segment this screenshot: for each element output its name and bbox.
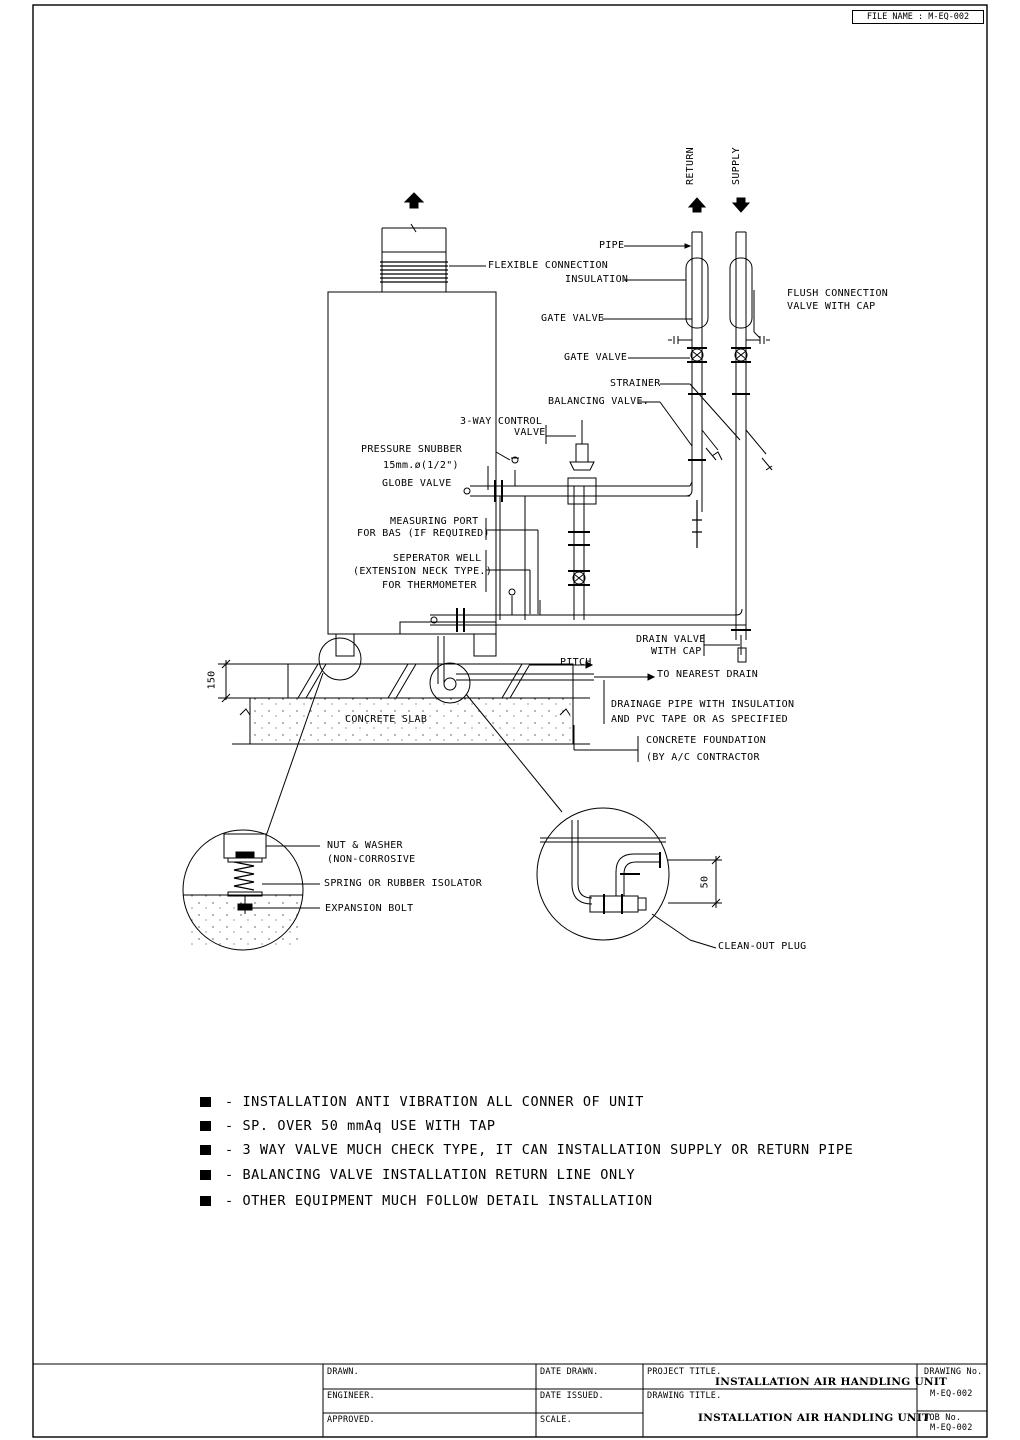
label-separator-1: SEPERATOR WELL	[393, 553, 482, 564]
tb-date-issued: DATE ISSUED.	[540, 1391, 604, 1401]
tb-project-title-label: PROJECT TITLE.	[647, 1367, 722, 1377]
label-gate-valve-2: GATE VALVE	[564, 352, 628, 363]
label-nut-washer-2: (NON-CORROSIVE	[327, 854, 416, 865]
concrete-base	[218, 659, 590, 745]
leader-lines	[449, 243, 761, 762]
label-control-valve-2: VALVE	[514, 427, 546, 438]
label-globe-valve-2: GLOBE VALVE	[382, 478, 452, 489]
label-measuring-port-2: FOR BAS (IF REQUIRED)	[357, 528, 490, 539]
label-pipe: PIPE	[599, 240, 625, 251]
label-drainage-pipe-2: AND PVC TAPE OR AS SPECIFIED	[611, 714, 788, 725]
tb-drawing-no-label: DRAWING No.	[924, 1367, 983, 1377]
label-dim-50: 50	[699, 875, 711, 889]
tb-approved: APPROVED.	[327, 1415, 375, 1425]
label-pitch: PITCH	[560, 657, 592, 668]
label-return: RETURN	[684, 147, 696, 185]
note-4: - BALANCING VALVE INSTALLATION RETURN LI…	[200, 1167, 635, 1183]
label-flexible-connection: FLEXIBLE CONNECTION	[488, 260, 609, 271]
file-name: FILE NAME : M-EQ-002	[852, 10, 984, 24]
label-flush-connection-1: FLUSH CONNECTION	[787, 288, 889, 299]
label-spring-isolator: SPRING OR RUBBER ISOLATOR	[324, 878, 483, 889]
label-globe-valve-1: 15mm.ø(1/2")	[383, 460, 459, 471]
tb-date-drawn: DATE DRAWN.	[540, 1367, 599, 1377]
tb-drawing-title: INSTALLATION AIR HANDLING UNIT	[698, 1412, 931, 1424]
note-text: - BALANCING VALVE INSTALLATION RETURN LI…	[225, 1167, 636, 1183]
label-separator-2: (EXTENSION NECK TYPE.)	[353, 566, 493, 577]
bullet-square-icon	[200, 1097, 211, 1107]
note-2: - SP. OVER 50 mmAq USE WITH TAP	[200, 1118, 496, 1134]
label-drain-valve-1: DRAIN VALVE	[636, 634, 706, 645]
label-expansion-bolt: EXPANSION BOLT	[325, 903, 414, 914]
riser-pipes	[668, 197, 773, 640]
label-drainage-pipe-1: DRAINAGE PIPE WITH INSULATION	[611, 699, 795, 710]
note-text: - INSTALLATION ANTI VIBRATION ALL CONNER…	[225, 1094, 644, 1110]
note-5: - OTHER EQUIPMENT MUCH FOLLOW DETAIL INS…	[200, 1193, 653, 1209]
headers	[429, 420, 751, 704]
note-text: - SP. OVER 50 mmAq USE WITH TAP	[225, 1118, 496, 1134]
label-control-valve-1: 3-WAY CONTROL	[460, 416, 543, 427]
title-block-grid	[33, 1363, 987, 1437]
label-nearest-drain: TO NEAREST DRAIN	[657, 669, 759, 680]
label-strainer: STRAINER	[610, 378, 661, 389]
note-1: - INSTALLATION ANTI VIBRATION ALL CONNER…	[200, 1094, 644, 1110]
label-nut-washer-1: NUT & WASHER	[327, 840, 403, 851]
note-3: - 3 WAY VALVE MUCH CHECK TYPE, IT CAN IN…	[200, 1142, 853, 1158]
label-measuring-port-1: MEASURING PORT	[390, 516, 479, 527]
bullet-square-icon	[200, 1121, 211, 1131]
label-pressure-snubber: PRESSURE SNUBBER	[361, 444, 463, 455]
detail-isolator	[182, 829, 320, 951]
label-flush-connection-2: VALVE WITH CAP	[787, 301, 876, 312]
detail-leader-left	[265, 672, 324, 837]
label-concrete-foundation-2: (BY A/C CONTRACTOR	[646, 752, 760, 763]
tb-drawing-no: M-EQ-002	[930, 1389, 973, 1399]
sheet-border	[32, 4, 988, 1438]
detail-cleanout	[536, 807, 722, 949]
ahu-unit	[318, 192, 497, 681]
tb-engineer: ENGINEER.	[327, 1391, 375, 1401]
label-separator-3: FOR THERMOMETER	[382, 580, 477, 591]
tb-drawing-title-label: DRAWING TITLE.	[647, 1391, 722, 1401]
label-insulation: INSULATION	[565, 274, 629, 285]
tb-job-no-label: JOB No.	[924, 1413, 962, 1423]
bullet-square-icon	[200, 1145, 211, 1155]
label-drain-valve-2: WITH CAP	[651, 646, 702, 657]
bullet-square-icon	[200, 1170, 211, 1180]
tb-drawn: DRAWN.	[327, 1367, 359, 1377]
label-clean-out-plug: CLEAN-OUT PLUG	[718, 941, 807, 952]
tb-job-no: M-EQ-002	[930, 1423, 973, 1433]
bullet-square-icon	[200, 1196, 211, 1206]
tb-project-title: INSTALLATION AIR HANDLING UNIT	[715, 1376, 948, 1388]
label-supply: SUPPLY	[730, 147, 742, 185]
label-gate-valve-1: GATE VALVE	[541, 313, 605, 324]
tb-scale: SCALE.	[540, 1415, 572, 1425]
note-text: - OTHER EQUIPMENT MUCH FOLLOW DETAIL INS…	[225, 1193, 653, 1209]
label-dim-150: 150	[206, 670, 218, 690]
label-concrete-slab: CONCRETE SLAB	[345, 714, 428, 725]
label-balancing-valve: BALANCING VALVE.	[548, 396, 650, 407]
detail-leader-right	[465, 693, 563, 813]
note-text: - 3 WAY VALVE MUCH CHECK TYPE, IT CAN IN…	[225, 1142, 854, 1158]
label-concrete-foundation-1: CONCRETE FOUNDATION	[646, 735, 767, 746]
